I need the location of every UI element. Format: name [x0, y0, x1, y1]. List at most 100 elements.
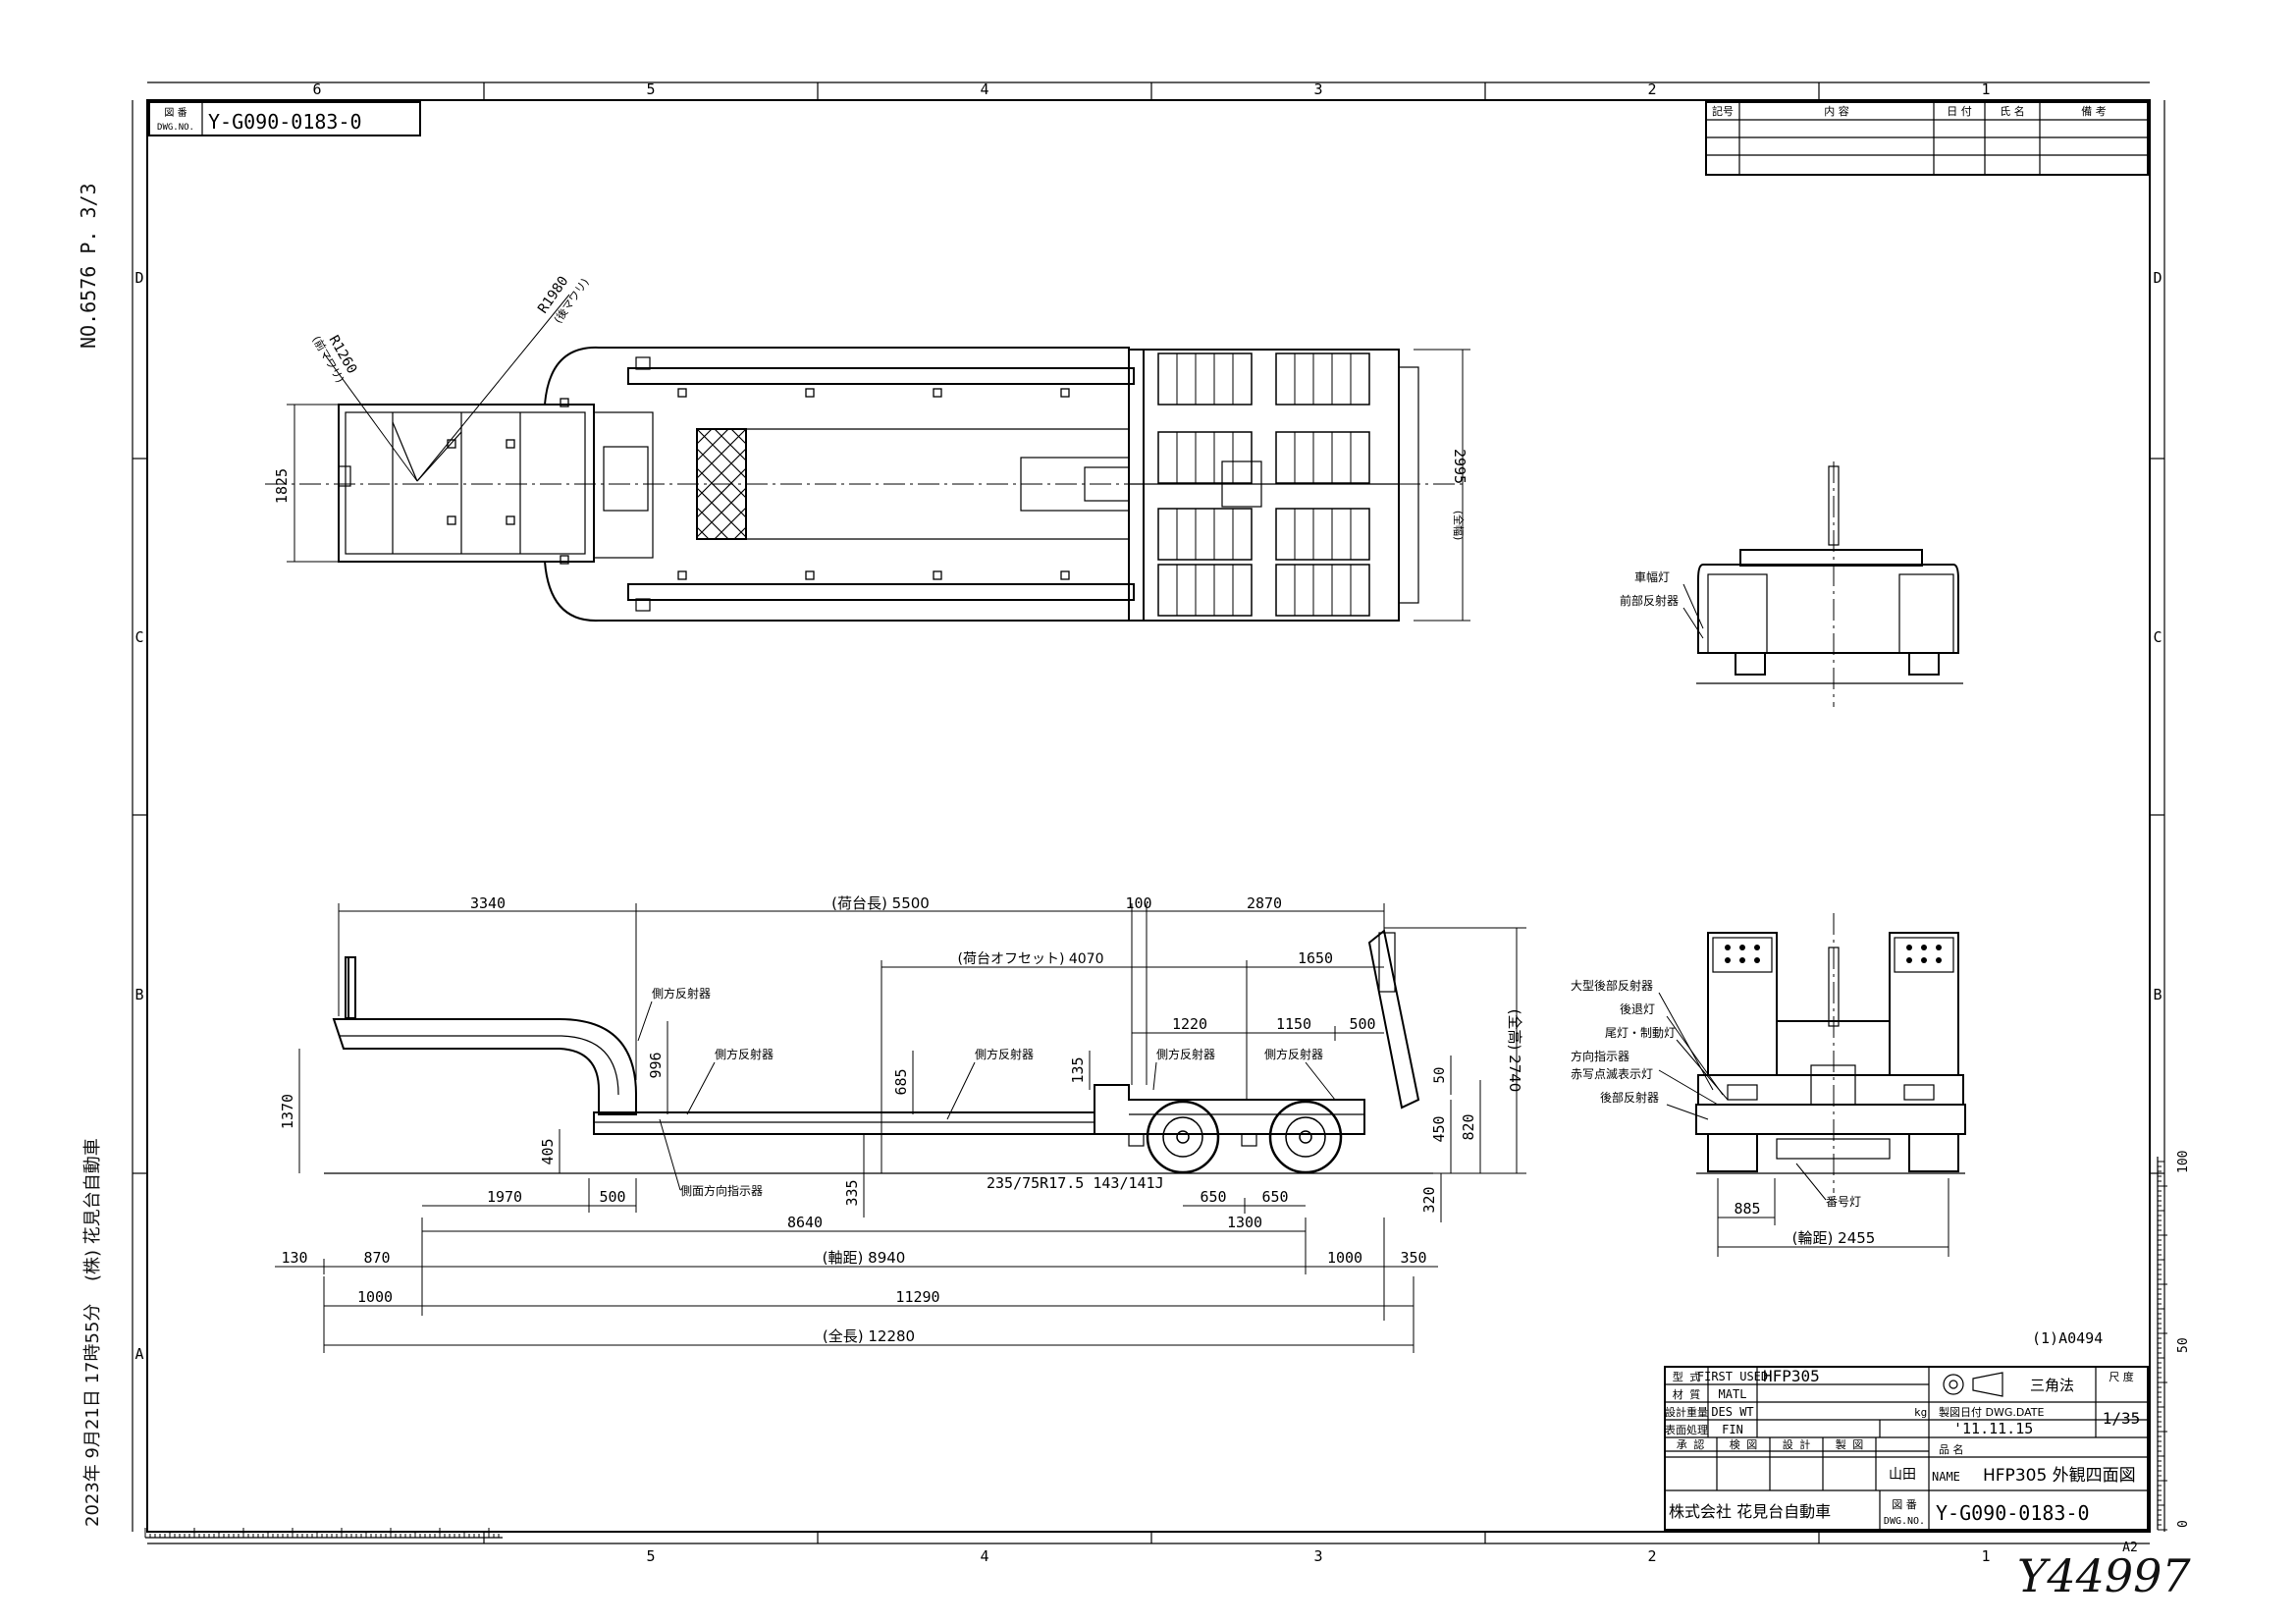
row-b-right: B	[2153, 986, 2162, 1003]
side-view: 3340 (荷台長) 5500 100 2870 (荷台オフセット) 4070 …	[275, 894, 1526, 1353]
col-4-bottom: 4	[980, 1547, 988, 1565]
plan-wheel	[1157, 508, 1253, 561]
tb-label-model-en: FIRST USED	[1697, 1370, 1768, 1383]
col-2: 2	[1647, 81, 1656, 98]
side-dim-2870: 2870	[1247, 894, 1282, 912]
side-vdim-685: 685	[892, 1068, 910, 1095]
tb-projection: 三角法	[2030, 1377, 2074, 1394]
rev-header-content: 内 容	[1824, 104, 1849, 118]
row-a: A	[134, 1345, 143, 1363]
rear-label-tail-brake-lamp: 尾灯・制動灯	[1605, 1026, 1676, 1040]
plan-wheel	[1157, 564, 1253, 617]
side-vdim-1370: 1370	[279, 1094, 296, 1129]
side-dim-overall-length: (全長) 12280	[823, 1327, 915, 1345]
tb-label-finish-en: FIN	[1722, 1423, 1743, 1436]
side-vdim-450: 450	[1430, 1115, 1448, 1142]
side-dim-1300: 1300	[1227, 1214, 1262, 1231]
tb-label-finish-jp: 表面処理	[1665, 1423, 1708, 1436]
frame-column-labels-bottom: 5 4 3 2 1 A2	[646, 1541, 2137, 1565]
tb-approval-design: 設 計	[1783, 1437, 1811, 1451]
side-label-turn-signal: 側面方向指示器	[680, 1183, 763, 1198]
side-dim-1000-front: 1000	[357, 1288, 393, 1306]
plan-width-front: 1825	[273, 468, 291, 504]
tb-approval-draft: 製 図	[1836, 1437, 1864, 1451]
front-view: 車幅灯 前部反射器	[1620, 461, 1963, 707]
rear-label-reverse-lamp: 後退灯	[1620, 1002, 1655, 1016]
revision-table: 記号 内 容 日 付 氏 名 備 考	[1705, 101, 2149, 176]
row-b: B	[134, 986, 143, 1003]
frame-column-labels-top: 6 5 4 3 2 1	[312, 81, 1990, 98]
side-vdim-overall-height: (全高) 2740	[1506, 1009, 1523, 1093]
plan-wheel	[1275, 352, 1370, 406]
side-vdim-820: 820	[1460, 1113, 1477, 1140]
tb-label-model-jp: 型 式	[1673, 1370, 1701, 1383]
plan-width-total: 2995	[1451, 449, 1468, 484]
side-wheel	[1146, 1100, 1220, 1174]
col-3-bottom: 3	[1313, 1547, 1322, 1565]
tb-name-label-jp: 品 名	[1939, 1442, 1964, 1456]
side-dim-offset: (荷台オフセット) 4070	[957, 951, 1103, 967]
rear-dim-track: (輪距) 2455	[1792, 1229, 1876, 1247]
drawing-frame	[132, 81, 2165, 1544]
col-6: 6	[312, 81, 321, 98]
rev-header-remarks: 備 考	[2081, 105, 2107, 118]
ref-code: (1)A0494	[2032, 1329, 2103, 1347]
col-1: 1	[1981, 81, 1990, 98]
side-dim-8640: 8640	[787, 1214, 823, 1231]
tb-name-label-en: NAME	[1932, 1470, 1960, 1484]
side-dim-1150: 1150	[1276, 1015, 1311, 1033]
ruler-label-0: 0	[2176, 1520, 2191, 1528]
plan-wheel	[1157, 352, 1253, 406]
col-3: 3	[1313, 81, 1322, 98]
plan-wheel	[1275, 564, 1370, 617]
side-label-reflector-2: 側方反射器	[715, 1047, 774, 1061]
rev-header-name: 氏 名	[2000, 104, 2025, 118]
fax-timestamp-note: 2023年 9月21日 17時55分	[82, 1303, 103, 1527]
tb-dwg-number: Y-G090-0183-0	[1936, 1501, 2090, 1525]
side-label-reflector-4: 側方反射器	[1156, 1047, 1215, 1061]
tb-date-label: 製図日付 DWG.DATE	[1939, 1405, 2045, 1419]
plan-wheel	[1275, 431, 1370, 484]
plan-view: 1825 2995 (全幅) R1260 (前マワリ) R1980 (後マワリ)	[265, 274, 1470, 623]
tb-drawing-name: HFP305 外観四面図	[1983, 1466, 2136, 1486]
side-label-reflector-5: 側方反射器	[1264, 1047, 1323, 1061]
side-dim-wheelbase: (軸距) 8940	[823, 1249, 906, 1267]
rear-dim-885: 885	[1734, 1200, 1760, 1218]
tb-label-weight-jp: 設計重量	[1665, 1405, 1708, 1419]
tire-spec: 235/75R17.5 143/141J	[987, 1174, 1164, 1192]
col-1-bottom: 1	[1981, 1547, 1990, 1565]
col-4: 4	[980, 81, 988, 98]
side-dim-3340: 3340	[470, 894, 506, 912]
side-vdim-320: 320	[1420, 1186, 1438, 1213]
rear-label-rear-reflector: 後部反射器	[1600, 1090, 1659, 1105]
rear-label-plate-lamp: 番号灯	[1826, 1195, 1861, 1209]
side-dim-350: 350	[1400, 1249, 1426, 1267]
side-dim-1000: 1000	[1327, 1249, 1362, 1267]
side-dim-11290: 11290	[895, 1288, 939, 1306]
side-vdim-135: 135	[1069, 1056, 1087, 1083]
side-dim-650-b: 650	[1261, 1188, 1288, 1206]
rear-label-large-reflector: 大型後部反射器	[1571, 978, 1653, 993]
fax-sender-note: (株) 花見台自動車	[82, 1138, 103, 1281]
plan-wheel	[1157, 431, 1253, 484]
tb-weight-unit: kg	[1914, 1406, 1927, 1419]
side-dim-deck-length: (荷台長) 5500	[831, 894, 930, 912]
title-block: 型 式 材 質 設計重量 表面処理 FIRST USED MATL DES WT…	[1664, 1366, 2149, 1531]
tb-model-value: HFP305	[1763, 1367, 1820, 1385]
tb-scale-value: 1/35	[2103, 1409, 2141, 1428]
dwg-label-jp: 図 番	[164, 107, 187, 119]
front-label-width-lamp: 車幅灯	[1634, 569, 1670, 584]
side-vdim-405: 405	[539, 1138, 557, 1164]
side-dim-1970: 1970	[487, 1188, 522, 1206]
side-wheel	[1268, 1100, 1343, 1174]
fax-page-note: NO.6576 P. 3/3	[77, 183, 100, 349]
side-dim-500: 500	[1349, 1015, 1375, 1033]
dwg-label-en: DWG.NO.	[157, 123, 194, 133]
side-dim-100: 100	[1125, 894, 1151, 912]
tb-company: 株式会社 花見台自動車	[1669, 1502, 1831, 1521]
row-d-right: D	[2153, 269, 2162, 287]
col-5-bottom: 5	[646, 1547, 655, 1565]
plan-wheel	[1275, 508, 1370, 561]
rev-header-date: 日 付	[1947, 105, 1972, 118]
